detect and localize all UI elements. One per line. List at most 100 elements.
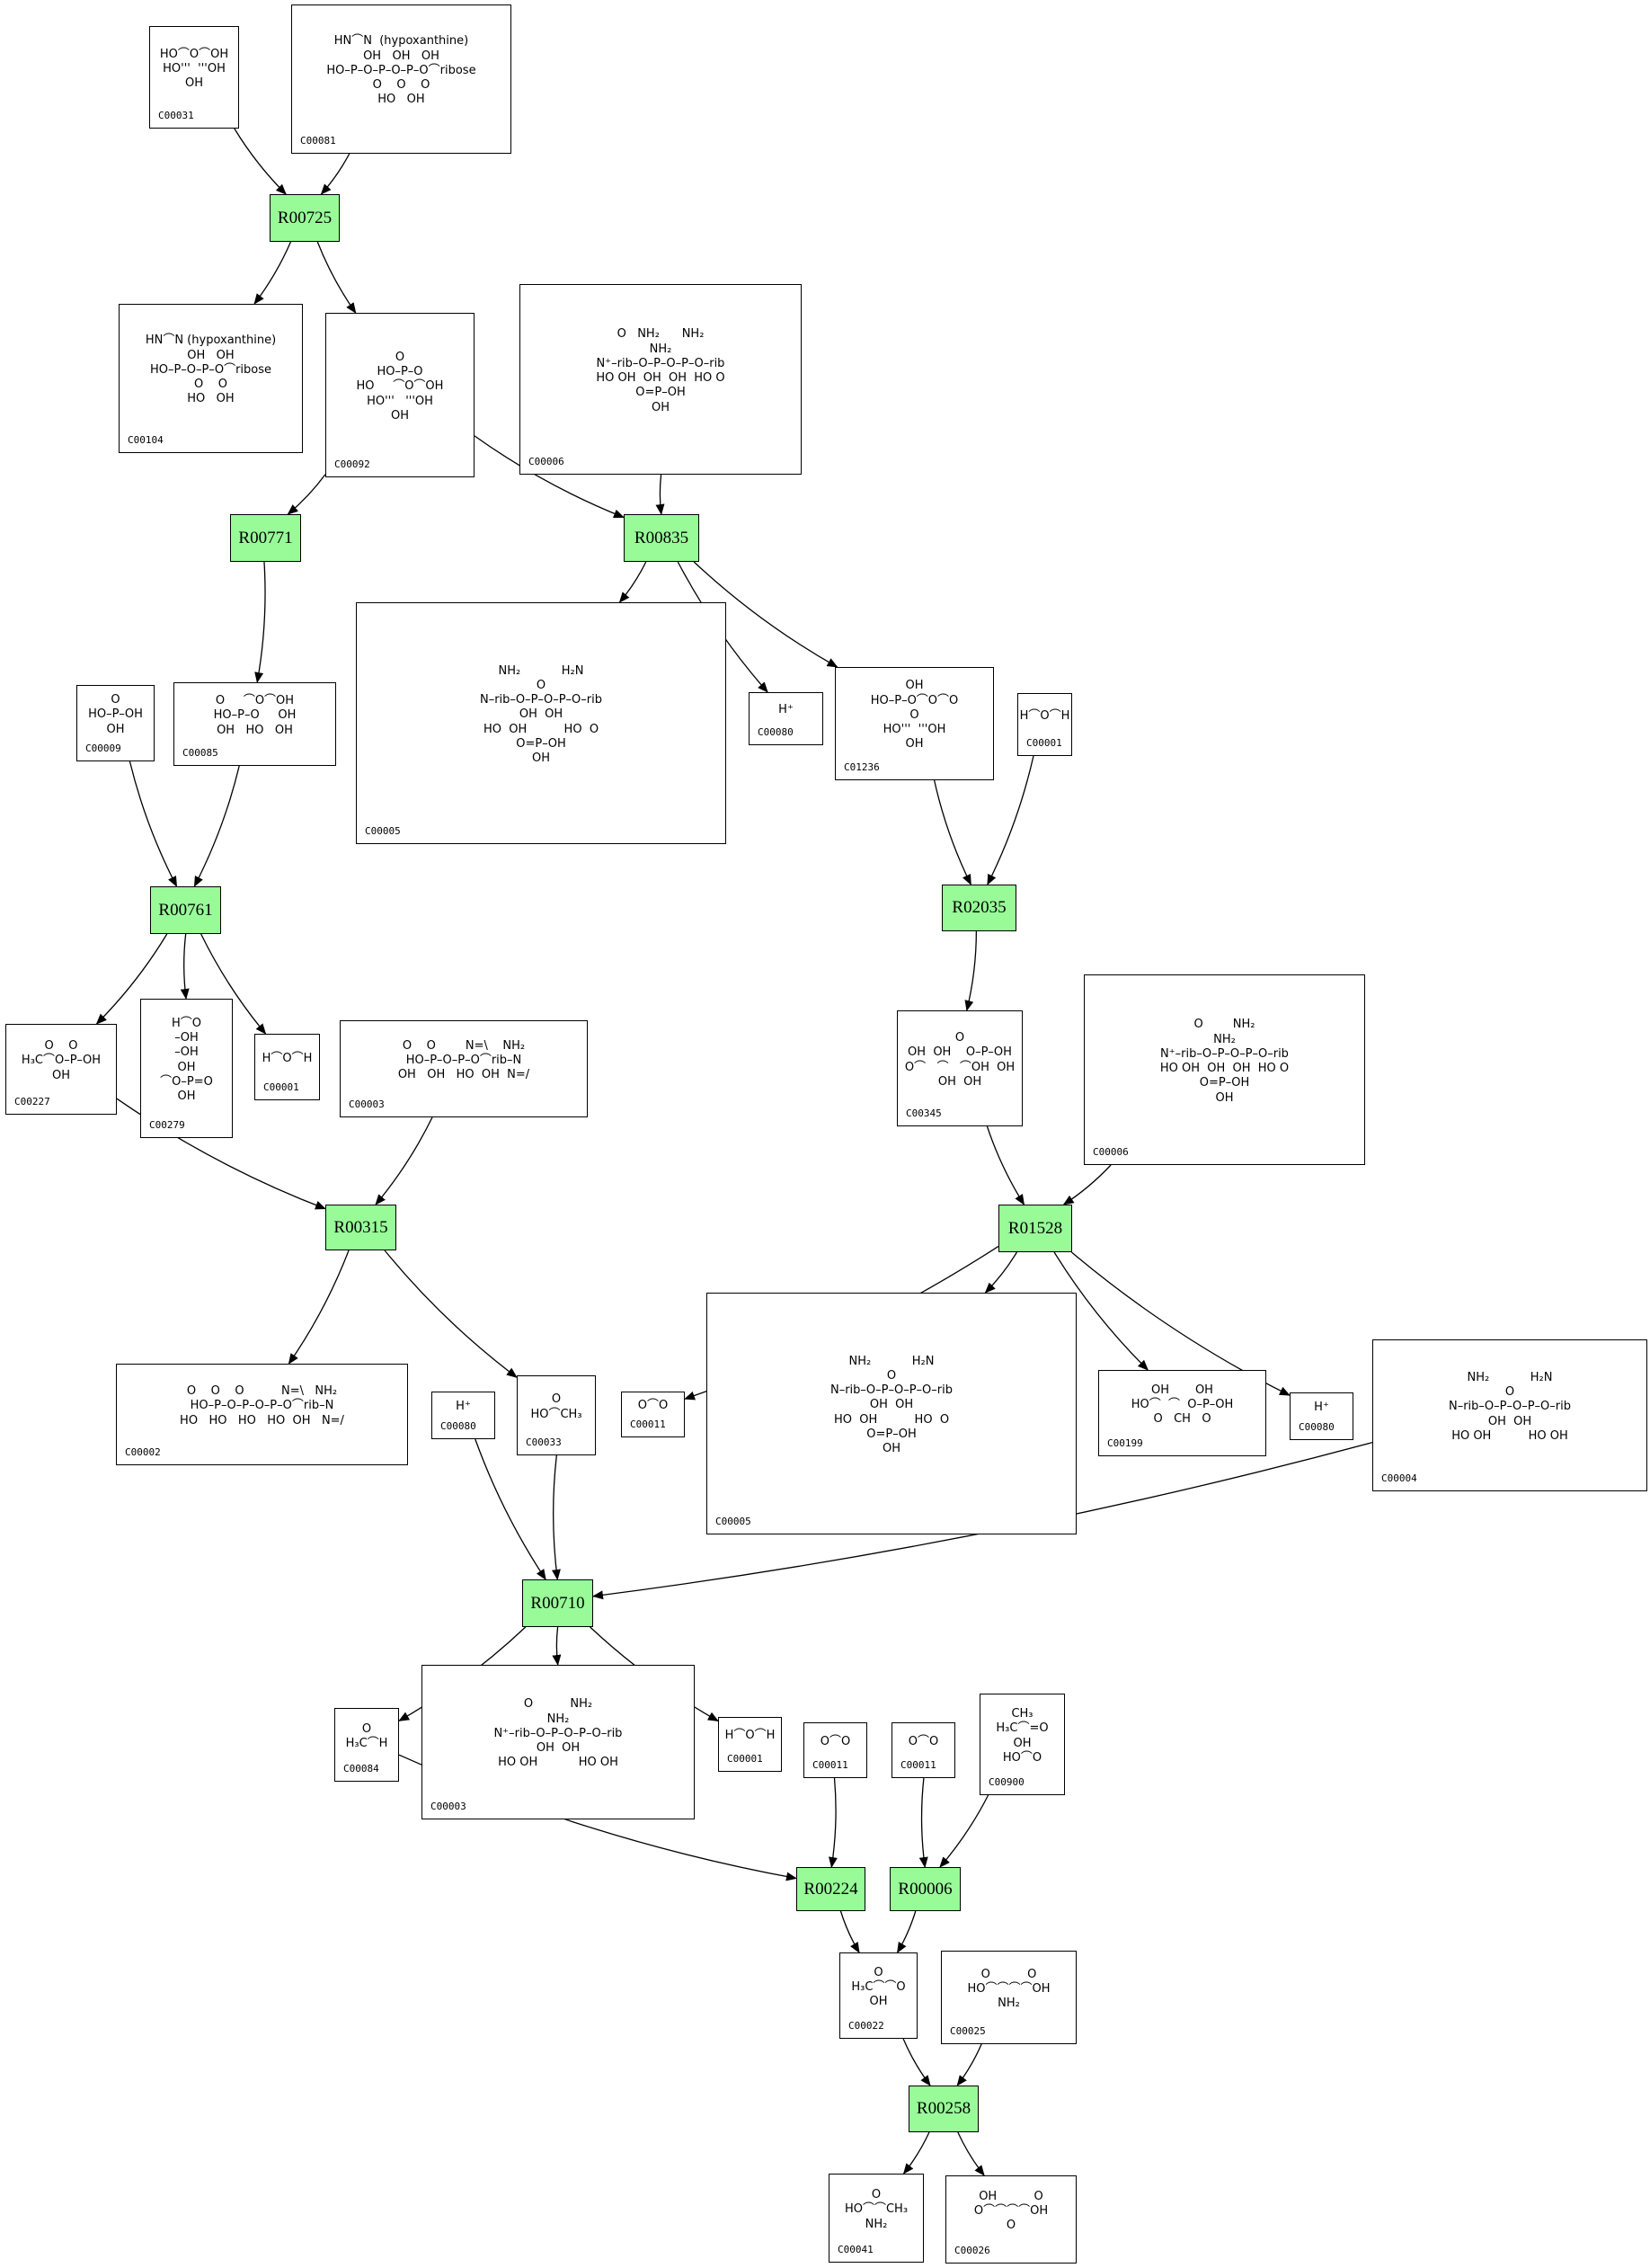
- edge-c00900-to-r00006: [939, 1794, 989, 1868]
- structure-c00005: NH₂ H₂N O N–rib–O–P–O–P–O–rib OH OH HO O…: [829, 1354, 954, 1456]
- structure-c00199: OH OH HO⌒ ⌒ O–P–OH O CH O: [1131, 1383, 1234, 1427]
- compound-id: C00026: [954, 2245, 990, 2256]
- reaction-r00710[interactable]: R00710: [522, 1579, 593, 1627]
- compound-id: C00001: [263, 1081, 299, 1093]
- compound-c00002[interactable]: O O O N=\ NH₂ HO–P–O–P–O–P–O⌒rib–N HO HO…: [116, 1364, 408, 1465]
- structure-c00227: O O H₃C⌒O–P–OH OH: [21, 1039, 102, 1082]
- compound-c00003[interactable]: O NH₂ NH₂ N⁺–rib–O–P–O–P–O–rib OH OH HO …: [421, 1665, 695, 1819]
- structure-c01236: OH HO–P–O⌒O⌒O O HO''' '''OH OH: [870, 679, 959, 752]
- reaction-r00006[interactable]: R00006: [890, 1867, 961, 1911]
- edge-c00006_a-to-r00835: [655, 474, 665, 515]
- compound-id: C00041: [838, 2244, 874, 2255]
- structure-c00345: O OH OH O–P–OH O⌒ ⌒ ⌒OH OH OH OH: [904, 1031, 1016, 1089]
- reaction-r02035[interactable]: R02035: [942, 885, 1016, 931]
- structure-c00001: H⌒O⌒H: [1019, 708, 1070, 723]
- compound-c00005[interactable]: NH₂ H₂N O N–rib–O–P–O–P–O–rib OH OH HO O…: [356, 602, 726, 844]
- edge-r00761-to-c00001_b: [200, 933, 267, 1035]
- edge-r01528-to-c00005_b: [984, 1251, 1017, 1294]
- edge-r00258-to-c00041: [902, 2131, 930, 2175]
- structure-c00104: HN⌒N (hypoxanthine) OH OH HO–P–O–P–O⌒rib…: [145, 334, 277, 406]
- structure-c00005: NH₂ H₂N O N–rib–O–P–O–P–O–rib OH OH HO O…: [479, 663, 603, 766]
- reaction-r00771[interactable]: R00771: [230, 514, 301, 562]
- compound-c00080[interactable]: H⁺ C00080: [1290, 1392, 1353, 1440]
- compound-id: C00011: [630, 1419, 666, 1430]
- compound-c00004[interactable]: NH₂ H₂N O N–rib–O–P–O–P–O–rib OH OH HO O…: [1372, 1339, 1647, 1491]
- edge-c00092-to-r00771: [287, 474, 326, 515]
- compound-id: C00011: [812, 1759, 848, 1771]
- structure-c00085: O ⌒O⌒OH HO–P–O OH OH HO OH: [213, 694, 297, 737]
- reaction-r00315[interactable]: R00315: [325, 1205, 396, 1250]
- compound-c00080[interactable]: H⁺C00080: [749, 692, 823, 745]
- structure-c00080: H⁺: [778, 703, 794, 717]
- reaction-r00835[interactable]: R00835: [624, 514, 699, 562]
- edge-c00345-to-r01528: [986, 1125, 1025, 1205]
- reaction-r00761[interactable]: R00761: [150, 886, 221, 934]
- edge-r00761-to-c00227: [95, 933, 168, 1025]
- structure-c00001: H⌒O⌒H: [262, 1051, 313, 1065]
- edge-r01528-to-c00199: [1053, 1251, 1149, 1371]
- structure-c00080: H⁺: [1314, 1401, 1329, 1415]
- compound-id: C00345: [906, 1107, 942, 1119]
- compound-c00006[interactable]: O NH₂ NH₂ N⁺–rib–O–P–O–P–O–rib HO OH OH …: [1084, 974, 1365, 1165]
- edge-c00092-to-r00835: [474, 435, 625, 519]
- reaction-r00725[interactable]: R00725: [270, 194, 340, 242]
- compound-c00345[interactable]: O OH OH O–P–OH O⌒ ⌒ ⌒OH OH OH OH C00345: [897, 1010, 1023, 1126]
- edge-r00725-to-c00092: [316, 241, 357, 314]
- edge-c01236-to-r02035: [933, 779, 971, 885]
- edge-c00025-to-r00258: [956, 2043, 982, 2086]
- edge-c00009-to-r00761: [129, 760, 178, 887]
- structure-c00041: O HO⌒⌒CH₃ NH₂: [844, 2188, 909, 2231]
- structure-c00011: O⌒O: [908, 1734, 939, 1748]
- compound-c00081[interactable]: HN⌒N (hypoxanthine) OH OH OH HO–P–O–P–O–…: [291, 4, 511, 154]
- edge-r00725-to-c00104: [253, 241, 292, 305]
- structure-c00006: O NH₂ NH₂ N⁺–rib–O–P–O–P–O–rib HO OH OH …: [1159, 1018, 1290, 1105]
- structure-c00003: O O N=\ NH₂ HO–P–O–P–O⌒rib–N OH OH HO OH…: [397, 1038, 530, 1082]
- compound-c00003[interactable]: O O N=\ NH₂ HO–P–O–P–O⌒rib–N OH OH HO OH…: [340, 1020, 588, 1117]
- compound-id: C00900: [989, 1776, 1025, 1788]
- compound-c00104[interactable]: HN⌒N (hypoxanthine) OH OH HO–P–O–P–O⌒rib…: [119, 304, 303, 453]
- compound-id: C00003: [349, 1098, 385, 1110]
- edge-r00835-to-c00005_a: [618, 561, 647, 603]
- compound-id: C00279: [149, 1119, 185, 1131]
- reaction-r00224[interactable]: R00224: [796, 1867, 865, 1911]
- edge-r00315-to-c00033: [384, 1250, 518, 1378]
- compound-c00001[interactable]: H⌒O⌒H C00001: [254, 1034, 320, 1100]
- compound-id: C00009: [85, 743, 121, 754]
- edge-c00006_b-to-r01528: [1062, 1164, 1112, 1205]
- compound-id: C00004: [1381, 1472, 1417, 1484]
- compound-c00001[interactable]: H⌒O⌒H C00001: [1017, 693, 1072, 756]
- compound-c00011[interactable]: O⌒O C00011: [892, 1722, 955, 1778]
- structure-c00031: HO⌒O⌒OH HO''' '''OH OH: [159, 47, 229, 91]
- edge-r00258-to-c00026: [957, 2131, 985, 2176]
- compound-id: C00080: [1299, 1421, 1335, 1433]
- compound-id: C00011: [900, 1759, 936, 1771]
- compound-c00080[interactable]: H⁺C00080: [431, 1392, 495, 1439]
- edge-c00011_c-to-r00006: [918, 1777, 928, 1868]
- compound-c00005[interactable]: NH₂ H₂N O N–rib–O–P–O–P–O–rib OH OH HO O…: [706, 1293, 1077, 1534]
- structure-c00006: O NH₂ NH₂ NH₂ N⁺–rib–O–P–O–P–O–rib HO OH…: [596, 327, 725, 414]
- compound-c00006[interactable]: O NH₂ NH₂ NH₂ N⁺–rib–O–P–O–P–O–rib HO OH…: [519, 284, 802, 475]
- structure-c00022: O H₃C⌒⌒O OH: [851, 1965, 906, 2009]
- reaction-r00258[interactable]: R00258: [909, 2086, 979, 2132]
- reaction-r01528[interactable]: R01528: [998, 1205, 1072, 1252]
- edge-r00006-to-c00022: [897, 1910, 917, 1953]
- compound-c00041[interactable]: O HO⌒⌒CH₃ NH₂ C00041: [829, 2174, 924, 2263]
- compound-id: C00001: [1026, 737, 1062, 749]
